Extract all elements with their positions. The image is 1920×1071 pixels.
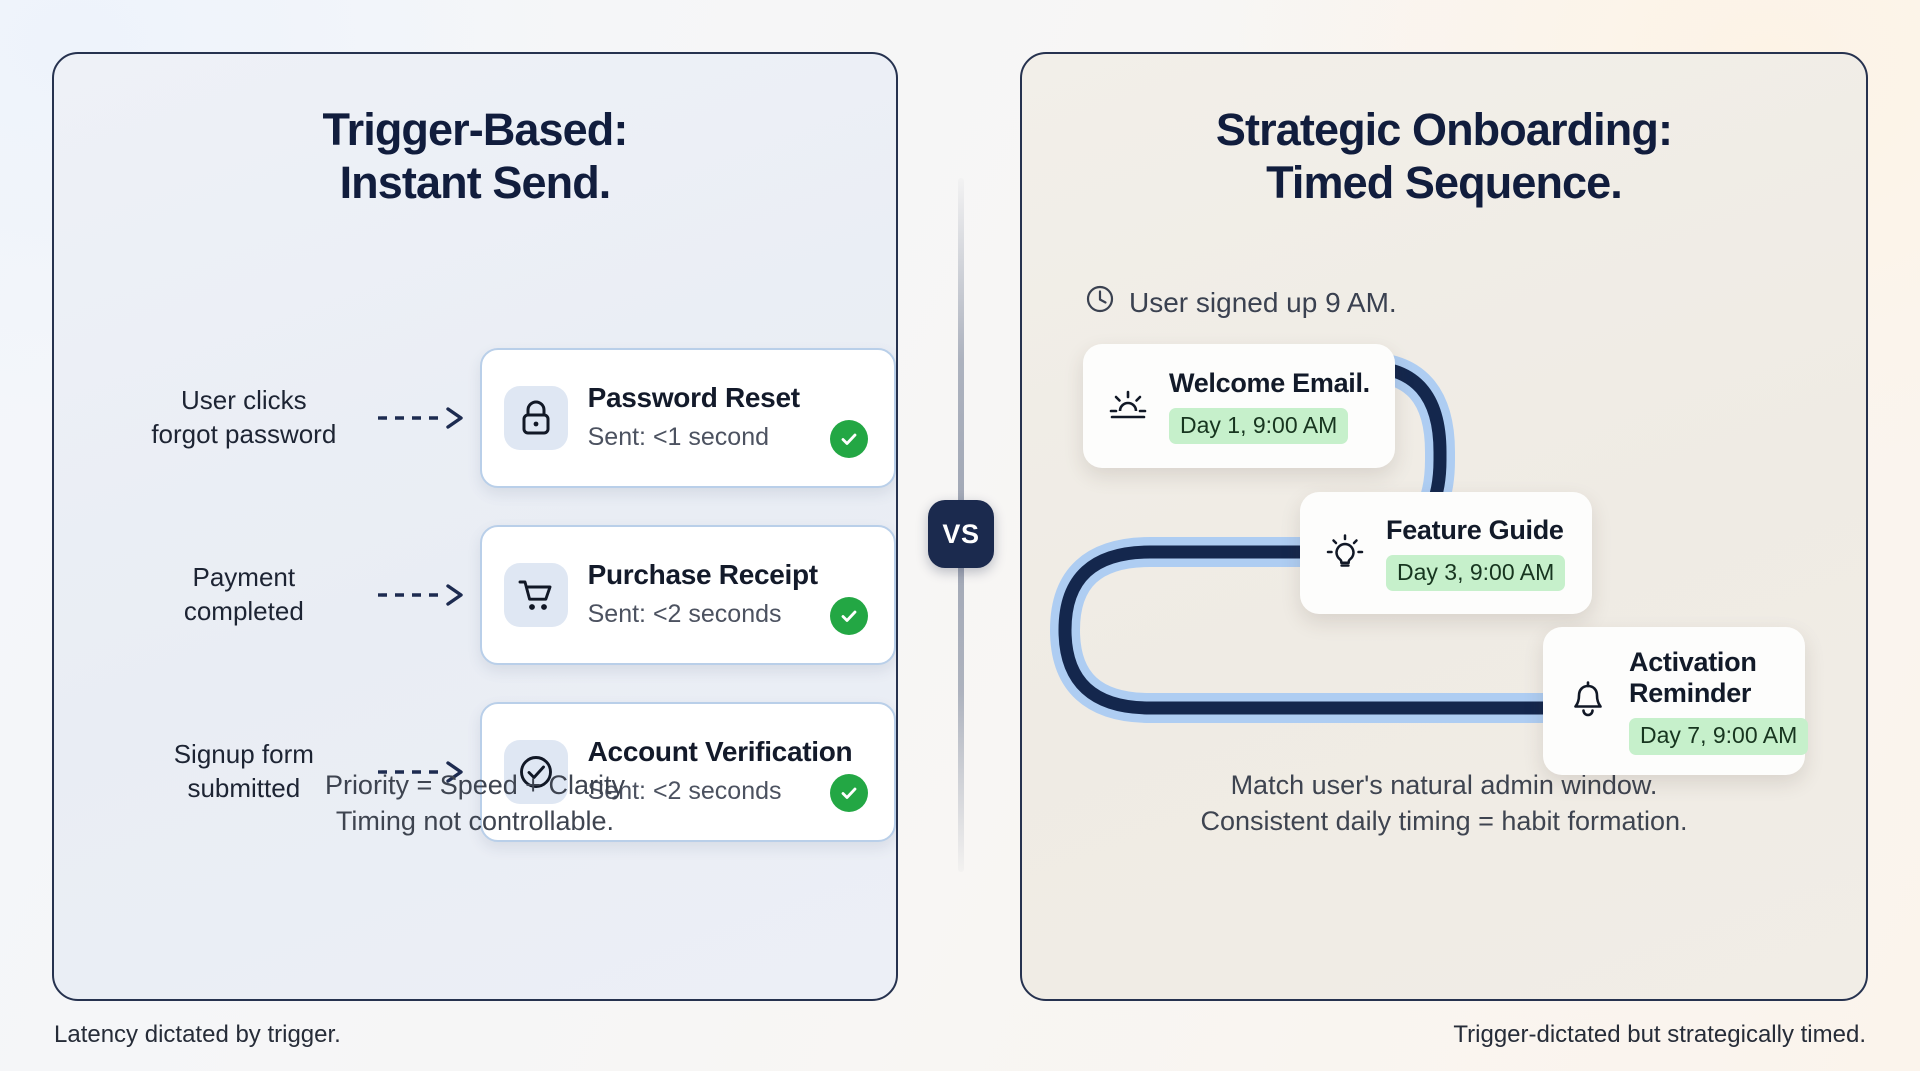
status-check-icon [830, 773, 868, 812]
sequence-card[interactable]: Activation Reminder Day 7, 9:00 AM [1543, 627, 1809, 775]
sequence-card[interactable]: Feature Guide Day 3, 9:00 AM [1300, 492, 1592, 614]
vs-badge: VS [928, 500, 994, 568]
sequence-card-chip: Day 1, 9:00 AM [1169, 407, 1349, 445]
right-note-line2: Consistent daily timing = habit formatio… [1200, 805, 1688, 836]
sequence-card-chip: Day 3, 9:00 AM [1386, 554, 1566, 592]
event-title: Purchase Receipt [587, 559, 819, 591]
event-text: Account Verification Sent: <2 seconds [588, 737, 894, 805]
sequence-card-text: Activation Reminder Day 7, 9:00 AM [1629, 647, 1809, 755]
left-panel-title: Trigger-Based: Instant Send. [54, 104, 896, 209]
trigger-label-line1: Payment [192, 562, 296, 593]
sequence-card-text: Feature Guide Day 3, 9:00 AM [1386, 514, 1566, 592]
left-note-line2: Timing not controllable. [335, 805, 615, 836]
trigger-label-line1: User clicks [180, 385, 307, 416]
status-check-icon [830, 596, 868, 635]
check-circle-icon [503, 739, 568, 804]
left-note-line1: Priority = Speed + Clarity [324, 769, 626, 800]
sequence-card-chip: Day 7, 9:00 AM [1629, 717, 1809, 755]
trigger-label: User clicks forgot password [116, 384, 372, 451]
event-card[interactable]: Account Verification Sent: <2 seconds [479, 701, 896, 842]
sequence-card[interactable]: Welcome Email. Day 1, 9:00 AM [1083, 344, 1395, 468]
right-panel-title-line1: Strategic Onboarding: [1215, 104, 1673, 155]
bell-icon [1565, 680, 1611, 722]
sequence-card-title: Activation Reminder [1629, 647, 1757, 709]
event-subtitle: Sent: <2 seconds [587, 600, 782, 629]
dashed-arrow-icon [376, 405, 468, 431]
event-card[interactable]: Purchase Receipt Sent: <2 seconds [479, 524, 896, 665]
sequence-card-title: Feature Guide [1386, 514, 1564, 545]
event-card[interactable]: Password Reset Sent: <1 second [479, 347, 896, 488]
trigger-label: Payment completed [116, 561, 372, 628]
lightbulb-icon [1322, 532, 1368, 574]
signup-note: User signed up 9 AM. [1085, 284, 1397, 321]
right-panel-title-line2: Timed Sequence. [1266, 156, 1623, 208]
status-check-icon [830, 419, 868, 458]
left-panel-note: Priority = Speed + Clarity Timing not co… [54, 767, 896, 839]
left-panel-title-line1: Trigger-Based: [322, 104, 629, 155]
event-text: Password Reset Sent: <1 second [588, 383, 894, 451]
signup-note-text: User signed up 9 AM. [1129, 286, 1397, 318]
trigger-row: Signup form submitted [54, 683, 896, 860]
clock-icon [1085, 284, 1115, 321]
right-panel-title: Strategic Onboarding: Timed Sequence. [1022, 104, 1866, 209]
trigger-label-line1: Signup form [173, 739, 314, 770]
event-subtitle: Sent: <1 second [587, 423, 770, 452]
trigger-label-line2: completed [183, 595, 304, 626]
trigger-label-line2: submitted [187, 772, 301, 803]
lock-icon [503, 385, 568, 450]
trigger-row: Payment completed [54, 506, 896, 683]
trigger-rows: User clicks forgot password [54, 329, 896, 860]
event-text: Purchase Receipt Sent: <2 seconds [588, 560, 894, 628]
trigger-label-line2: forgot password [151, 418, 337, 449]
sequence-card-text: Welcome Email. Day 1, 9:00 AM [1169, 367, 1370, 445]
sunrise-icon [1105, 386, 1151, 426]
left-panel-title-line2: Instant Send. [339, 156, 612, 208]
right-panel-note: Match user's natural admin window. Consi… [1022, 767, 1866, 839]
trigger-row: User clicks forgot password [54, 329, 896, 506]
caption-right: Trigger-dictated but strategically timed… [1453, 1021, 1866, 1048]
event-subtitle: Sent: <2 seconds [587, 777, 782, 806]
event-title: Password Reset [587, 382, 800, 414]
event-title: Account Verification [587, 736, 853, 768]
caption-left: Latency dictated by trigger. [54, 1021, 341, 1048]
dashed-arrow-icon [376, 759, 468, 785]
sequence-card-title: Welcome Email. [1169, 367, 1370, 398]
panel-trigger-based: Trigger-Based: Instant Send. User clicks… [52, 52, 898, 1001]
shopping-cart-icon [503, 562, 568, 627]
dashed-arrow-icon [376, 582, 468, 608]
trigger-label: Signup form submitted [116, 738, 372, 805]
